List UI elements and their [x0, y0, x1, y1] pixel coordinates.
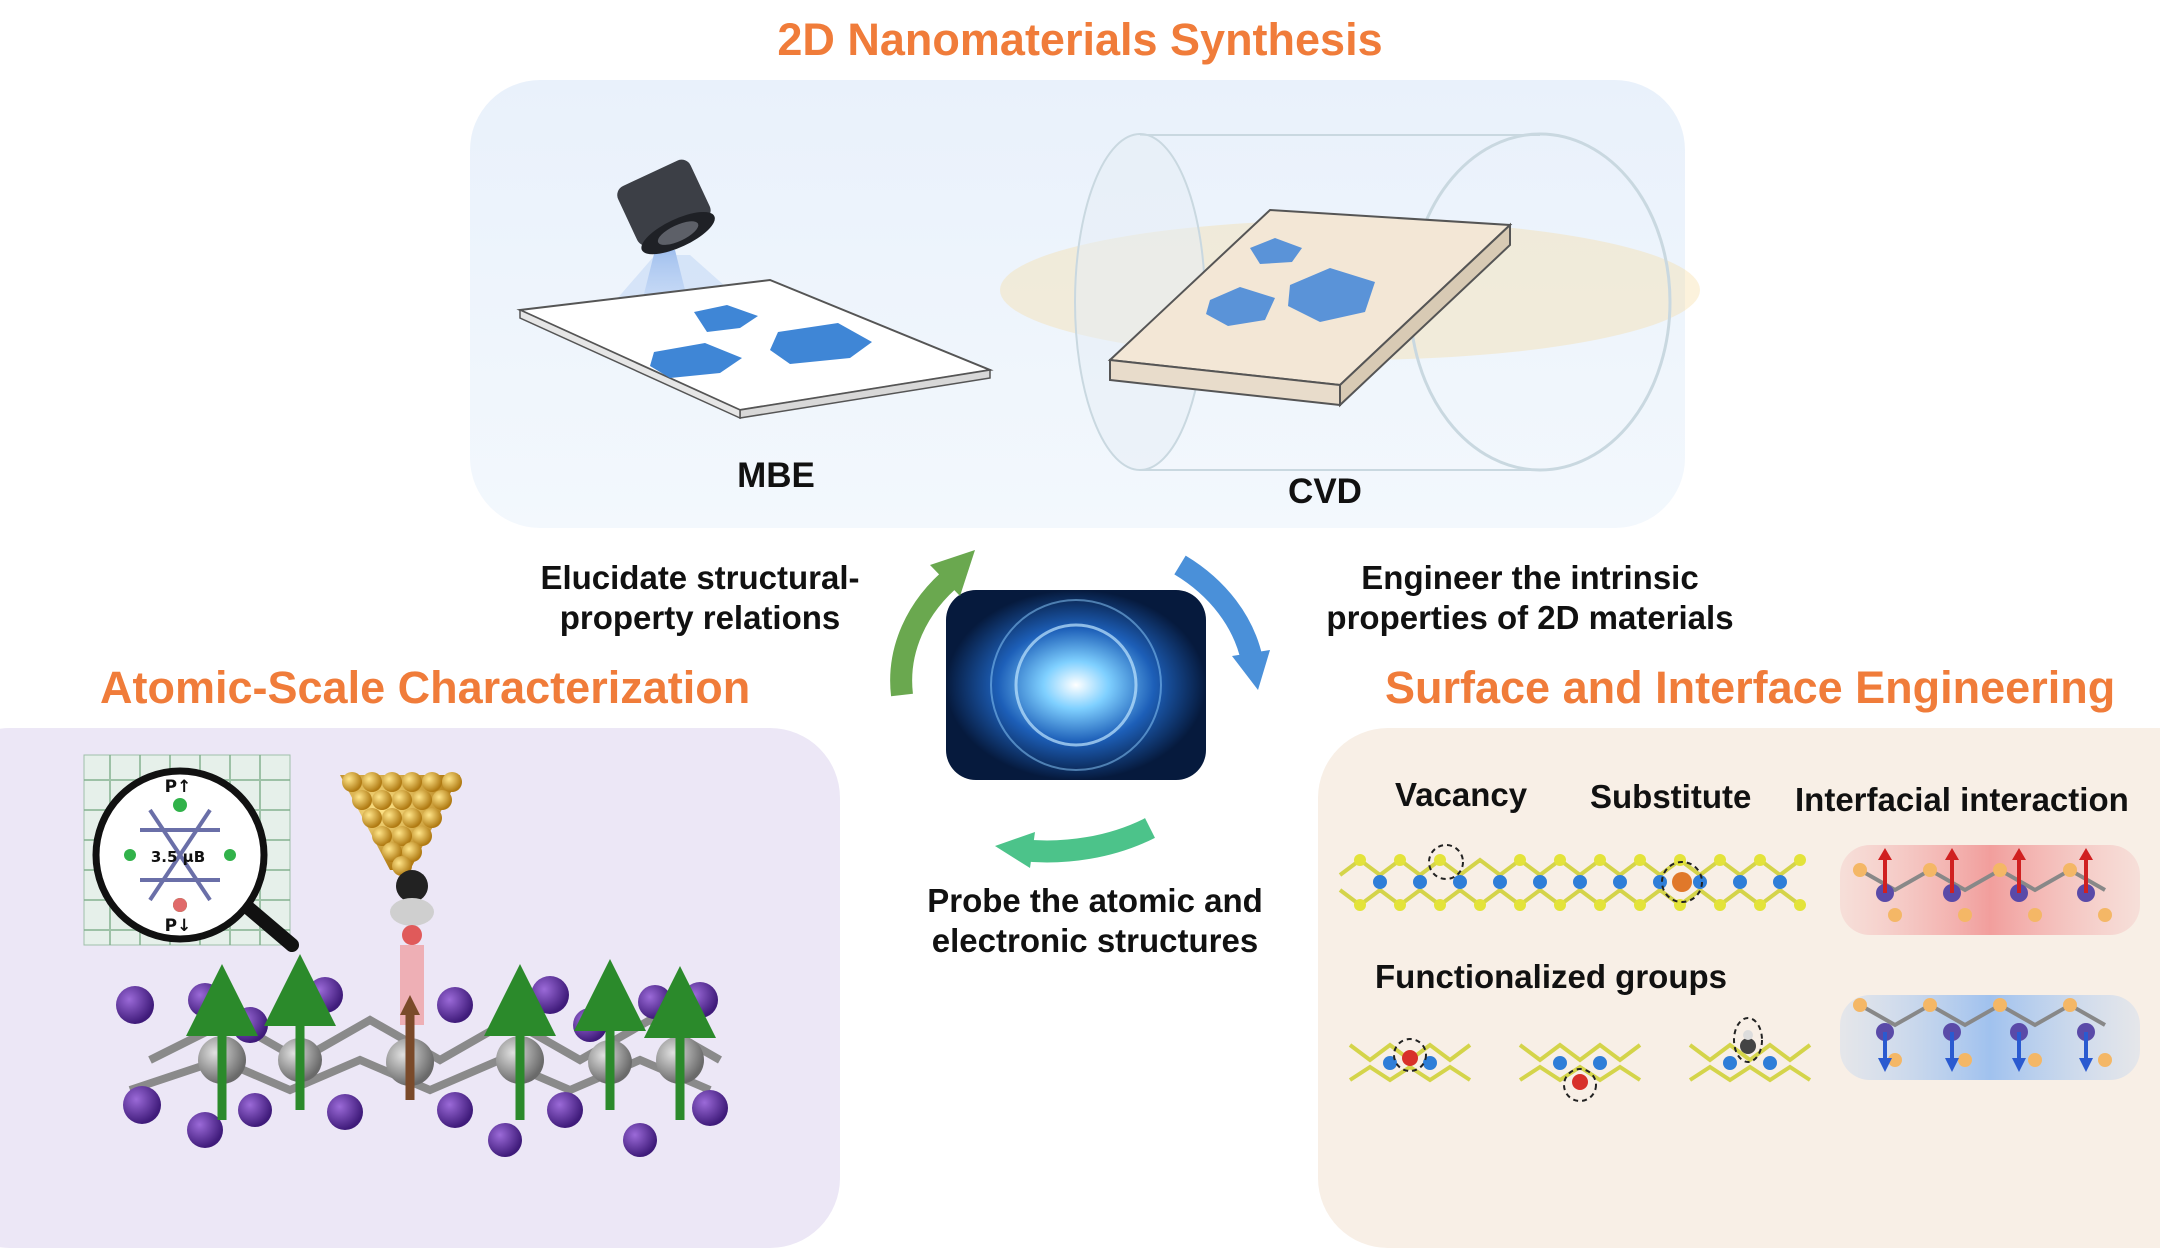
blue-cycle-arrow — [1174, 555, 1263, 663]
right-cycle-text: Engineer the intrinsic properties of 2D … — [1300, 558, 1760, 638]
left-text-line-1: Elucidate structural- — [540, 559, 860, 596]
cvd-label: CVD — [1288, 472, 1362, 511]
right-text-line-1: Engineer the intrinsic — [1361, 559, 1699, 596]
bottom-text-line-1: Probe the atomic and — [927, 882, 1263, 919]
functionalized-group-2 — [1518, 1042, 1642, 1102]
vacancy-substitute-chain — [1338, 844, 1806, 911]
substitute-marker — [1661, 861, 1703, 903]
interface-blue-chain — [1840, 995, 2140, 1080]
interface-red-chain — [1840, 845, 2140, 935]
vacancy-marker — [1428, 844, 1464, 880]
vacancy-label: Vacancy — [1395, 776, 1528, 813]
characterization-title: Atomic-Scale Characterization — [100, 662, 751, 713]
moment-label: 3.5 μB — [151, 848, 205, 866]
functionalized-group-1 — [1348, 1038, 1472, 1083]
bottom-text-line-2: electronic structures — [931, 922, 1259, 959]
cvd-illustration — [1000, 132, 1700, 472]
central-glow-image — [946, 590, 1206, 780]
surface-title: Surface and Interface Engineering — [1385, 662, 2116, 713]
green-cycle-arrow — [890, 566, 963, 697]
p-down-label: P↓ — [165, 916, 192, 936]
functionalized-group-3 — [1688, 1017, 1812, 1083]
mbe-source-icon — [617, 159, 715, 255]
substitute-label: Substitute — [1590, 778, 1752, 815]
right-text-line-2: properties of 2D materials — [1326, 599, 1734, 636]
magnifier-handle — [238, 898, 299, 952]
lattice-illustration — [116, 954, 728, 1157]
left-text-line-2: property relations — [559, 599, 841, 636]
mbe-illustration — [516, 159, 994, 420]
p-up-label: P↑ — [165, 777, 192, 797]
teal-cycle-arrow — [1018, 818, 1155, 863]
functionalized-label: Functionalized groups — [1375, 958, 1727, 995]
left-cycle-text: Elucidate structural- property relations — [500, 558, 900, 638]
inset-illustration — [83, 754, 299, 952]
diagram-graphics: MBE CVD P↑ 3.5 μB P↓ — [83, 132, 2140, 1157]
bottom-cycle-text: Probe the atomic and electronic structur… — [895, 881, 1295, 961]
stm-tip-illustration — [340, 772, 462, 1025]
surface-engineering-panel — [1318, 728, 2160, 1248]
interfacial-label: Interfacial interaction — [1795, 781, 2129, 818]
main-title: 2D Nanomaterials Synthesis — [777, 14, 1383, 65]
mbe-label: MBE — [737, 456, 815, 495]
